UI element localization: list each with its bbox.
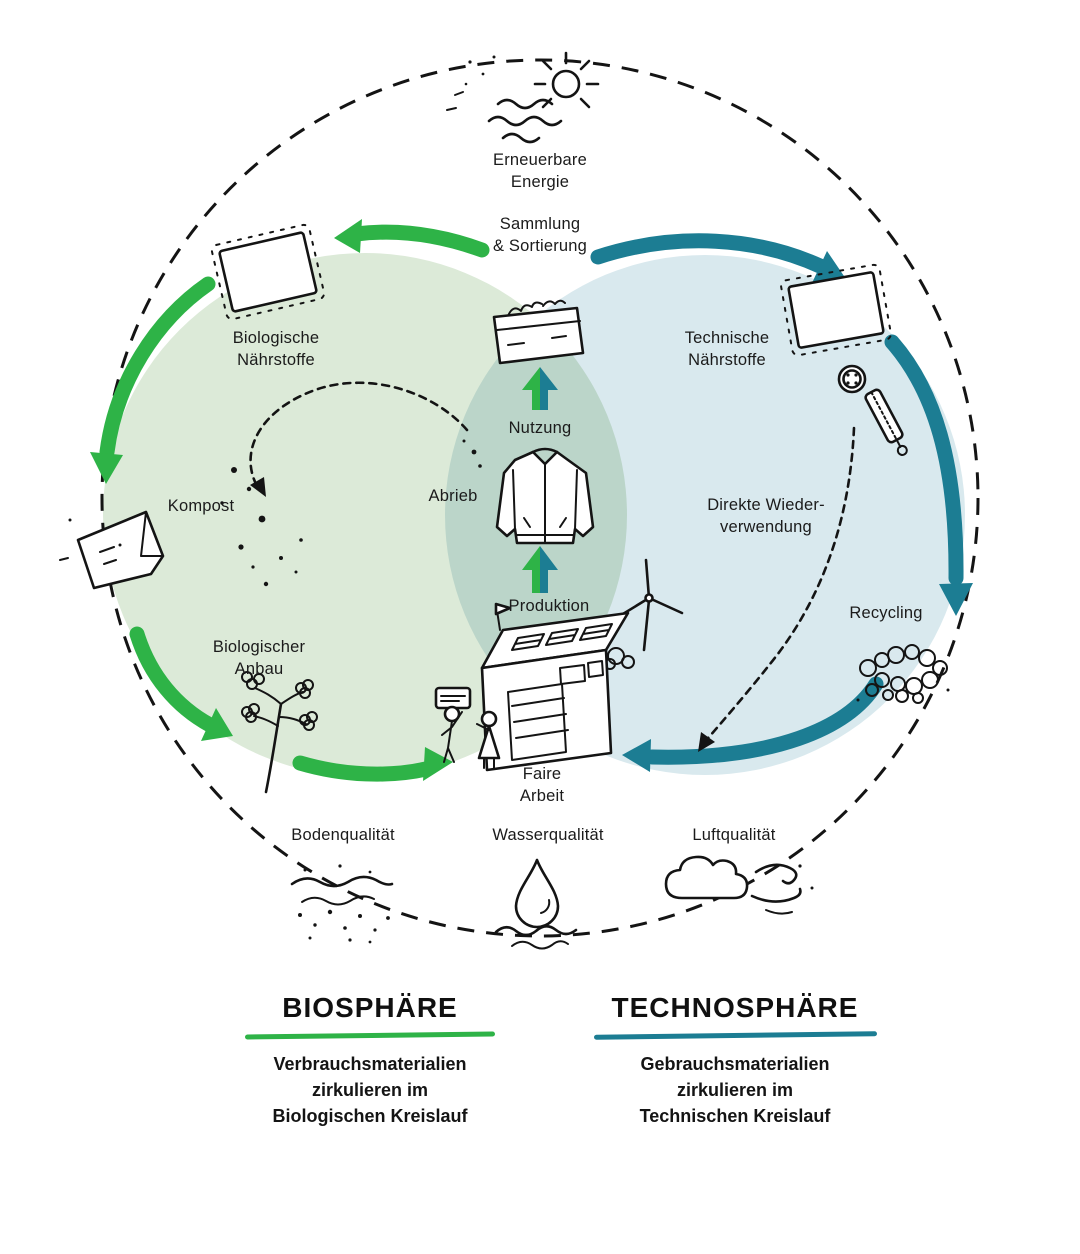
label-direkte-wiederverwendung: Direkte Wieder- verwendung <box>707 496 825 536</box>
foam-scraps-icon <box>856 644 950 704</box>
cloud-wind-icon <box>664 855 814 915</box>
technosphere-underline <box>593 1031 877 1040</box>
label-abrieb: Abrieb <box>428 487 478 506</box>
label-technische-naehrstoffe: Technische Nährstoffe <box>684 329 770 369</box>
fabric-patch-tech-icon <box>780 263 892 357</box>
jacket-icon <box>495 447 595 545</box>
workers-icon <box>434 686 501 769</box>
cotton-plant-icon <box>241 671 318 794</box>
label-wasserqualitaet: Wasserqualität <box>492 826 604 845</box>
outer-dashed-circle <box>100 58 980 938</box>
label-erneuerbare-energie: Erneuerbare Energie <box>493 151 587 191</box>
biosphere-title: BIOSPHÄRE <box>282 992 458 1023</box>
fabric-patch-bio-icon <box>210 223 326 321</box>
label-produktion: Produktion <box>508 597 590 616</box>
label-recycling: Recycling <box>849 604 923 623</box>
label-bodenqualitaet: Bodenqualität <box>291 826 395 845</box>
solar-panels-icon <box>511 623 613 651</box>
label-faire-arbeit: Faire Arbeit <box>519 765 565 805</box>
produktion-arrow <box>522 546 558 593</box>
reuse-dashed-arrow <box>698 426 856 752</box>
label-kompost: Kompost <box>167 497 235 516</box>
technosphere-description: Gebrauchsmaterialien zirkulieren im Tech… <box>639 1053 831 1126</box>
technosphere-title: TECHNOSPHÄRE <box>611 992 859 1023</box>
label-biologischer-anbau: Biologischer Anbau <box>212 638 306 678</box>
label-biologische-naehrstoffe: Biologische Nährstoffe <box>232 329 320 369</box>
compost-spiral-dashed-arrow <box>220 381 482 587</box>
sun-icon <box>446 51 600 144</box>
technosphere-legend: TECHNOSPHÄRE Gebrauchsmaterialien zirkul… <box>565 992 905 1129</box>
label-sammlung-sortierung: Sammlung & Sortierung <box>492 215 588 255</box>
zipper-icon <box>864 388 908 456</box>
biosphere-underline <box>244 1031 496 1040</box>
label-nutzung: Nutzung <box>508 419 572 438</box>
biosphere-legend: BIOSPHÄRE Verbrauchsmaterialien zirkulie… <box>200 992 540 1129</box>
soil-icon <box>290 864 394 944</box>
diagram-art <box>59 51 980 950</box>
collection-box-icon <box>492 299 585 365</box>
water-drop-icon <box>494 858 578 950</box>
button-icon <box>837 364 867 394</box>
label-luftqualitaet: Luftqualität <box>692 826 776 845</box>
green-cycle-arrows <box>90 219 490 782</box>
compost-paper-icon <box>59 510 165 590</box>
biosphere-description: Verbrauchsmaterialien zirkulieren im Bio… <box>272 1053 468 1126</box>
nutzung-arrow <box>522 367 558 410</box>
factory-icon <box>434 558 684 772</box>
